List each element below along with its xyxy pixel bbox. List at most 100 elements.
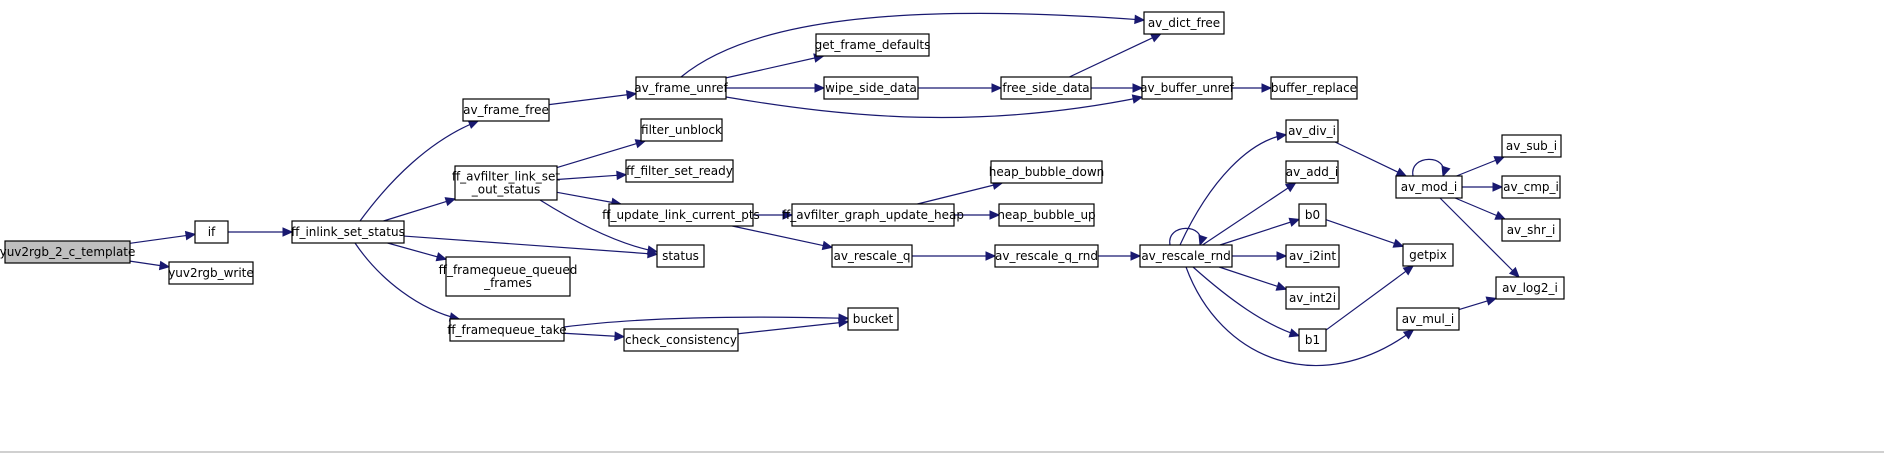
edge-av-rescale-rnd-to-av-i2int-arrowhead xyxy=(1276,251,1288,261)
node-av-rescale-rnd[interactable]: av_rescale_rnd xyxy=(1139,244,1233,268)
node-box[interactable] xyxy=(791,203,955,227)
edge-ff-update-link-current-pts-to-av-rescale-q-arrowhead xyxy=(821,240,834,251)
node-box[interactable] xyxy=(168,261,254,285)
node-box[interactable] xyxy=(1298,203,1327,227)
node-ff-framequeue-queued-frames[interactable]: ff_framequeue_queued_frames xyxy=(439,256,578,297)
node-box[interactable] xyxy=(1501,175,1561,199)
node-av-rescale-q[interactable]: av_rescale_q xyxy=(831,244,913,268)
node-av-i2int[interactable]: av_i2int xyxy=(1285,244,1340,268)
node-av-cmp-i[interactable]: av_cmp_i xyxy=(1501,175,1561,199)
node-av-add-i[interactable]: av_add_i xyxy=(1285,160,1339,184)
node-ff-avfilter-link-set-out-status[interactable]: ff_avfilter_link_set_out_status xyxy=(452,165,560,201)
node-box[interactable] xyxy=(1285,119,1339,143)
node-yuv2rgb-write[interactable]: yuv2rgb_write xyxy=(168,261,254,285)
node-box[interactable] xyxy=(462,98,550,122)
node-av-shr-i[interactable]: av_shr_i xyxy=(1501,218,1561,242)
node-buffer-replace[interactable]: buffer_replace xyxy=(1270,76,1358,100)
node-box[interactable] xyxy=(831,244,913,268)
edge-ff-avfilter-link-set-out-status-to-status xyxy=(539,199,658,253)
node-label: _out_status xyxy=(471,183,541,197)
node-box[interactable] xyxy=(847,307,899,331)
node-box[interactable] xyxy=(815,33,930,57)
node-box[interactable] xyxy=(1298,328,1327,352)
node-box[interactable] xyxy=(990,160,1103,184)
node-b0[interactable]: b0 xyxy=(1298,203,1327,227)
node-box[interactable] xyxy=(4,240,131,264)
edge-av-rescale-q-to-av-rescale-q-rnd-arrowhead xyxy=(985,251,997,261)
node-status[interactable]: status xyxy=(656,244,705,268)
node-label: ff_avfilter_graph_update_heap xyxy=(782,208,964,222)
edge-ff-inlink-set-status-to-ff-framequeue-queued-frames-arrowhead xyxy=(435,252,448,262)
edge-av-mod-i-to-av-shr-i-arrowhead xyxy=(1494,210,1507,220)
node-box[interactable] xyxy=(291,220,405,244)
node-box[interactable] xyxy=(1396,307,1460,331)
node-av-log2-i[interactable]: av_log2_i xyxy=(1495,276,1565,300)
node-box[interactable] xyxy=(1285,286,1340,310)
node-box[interactable] xyxy=(1141,76,1233,100)
node-label: check_consistency xyxy=(625,333,737,347)
node-box[interactable] xyxy=(1495,276,1565,300)
node-wipe-side-data[interactable]: wipe_side_data xyxy=(823,76,919,100)
node-free-side-data[interactable]: free_side_data xyxy=(1000,76,1092,100)
node-box[interactable] xyxy=(823,76,919,100)
node-box[interactable] xyxy=(1395,175,1463,199)
node-get-frame-defaults[interactable]: get_frame_defaults xyxy=(815,33,931,57)
node-ff-filter-set-ready[interactable]: ff_filter_set_ready xyxy=(625,159,734,183)
node-label: ff_filter_set_ready xyxy=(626,164,733,178)
node-box[interactable] xyxy=(1285,244,1340,268)
edge-av-rescale-rnd-to-av-int2i xyxy=(1218,266,1287,290)
node-box[interactable] xyxy=(625,159,734,183)
node-box[interactable] xyxy=(1402,243,1454,267)
node-check-consistency[interactable]: check_consistency xyxy=(623,328,739,352)
node-box[interactable] xyxy=(1000,76,1092,100)
edge-av-rescale-rnd-to-av-add-i-arrowhead xyxy=(1284,182,1297,193)
node-av-frame-unref[interactable]: av_frame_unref xyxy=(634,76,729,100)
node-av-div-i[interactable]: av_div_i xyxy=(1285,119,1339,143)
node-filter-unblock[interactable]: filter_unblock xyxy=(640,118,723,142)
edge-b0-to-getpix-arrowhead xyxy=(1392,238,1405,248)
edge-av-rescale-rnd-to-av-mul-i-arrowhead xyxy=(1402,329,1415,340)
node-box[interactable] xyxy=(1501,218,1561,242)
node-yuv2rgb-2-c-template[interactable]: yuv2rgb_2_c_template xyxy=(0,240,135,264)
node-ff-avfilter-graph-update-heap[interactable]: ff_avfilter_graph_update_heap xyxy=(782,203,964,227)
node-box[interactable] xyxy=(1285,160,1339,184)
edge-ff-framequeue-take-to-check-consistency xyxy=(563,332,625,338)
node-box[interactable] xyxy=(454,165,558,201)
node-ff-framequeue-take[interactable]: ff_framequeue_take xyxy=(447,318,567,342)
edge-ff-inlink-set-status-to-ff-framequeue-queued-frames xyxy=(387,242,447,260)
node-box[interactable] xyxy=(449,318,565,342)
node-av-rescale-q-rnd[interactable]: av_rescale_q_rnd xyxy=(994,244,1099,268)
node-av-int2i[interactable]: av_int2i xyxy=(1285,286,1340,310)
node-box[interactable] xyxy=(998,203,1095,227)
node-heap-bubble-up[interactable]: heap_bubble_up xyxy=(997,203,1096,227)
node-ff-update-link-current-pts[interactable]: ff_update_link_current_pts xyxy=(602,203,760,227)
node-box[interactable] xyxy=(656,244,705,268)
node-if[interactable]: if xyxy=(194,220,229,244)
node-av-sub-i[interactable]: av_sub_i xyxy=(1501,134,1562,158)
edge-ff-inlink-set-status-to-ff-avfilter-link-set-out-status-arrowhead xyxy=(444,197,457,207)
node-box[interactable] xyxy=(1270,76,1358,100)
node-av-mod-i[interactable]: av_mod_i xyxy=(1395,175,1463,199)
node-box[interactable] xyxy=(1501,134,1562,158)
node-box[interactable] xyxy=(1139,244,1233,268)
node-box[interactable] xyxy=(623,328,739,352)
node-box[interactable] xyxy=(635,76,727,100)
node-av-mul-i[interactable]: av_mul_i xyxy=(1396,307,1460,331)
node-box[interactable] xyxy=(1143,11,1225,35)
node-bucket[interactable]: bucket xyxy=(847,307,899,331)
node-ff-inlink-set-status[interactable]: ff_inlink_set_status xyxy=(291,220,405,244)
edge-ff-avfilter-link-set-out-status-to-ff-filter-set-ready-arrowhead xyxy=(616,170,628,181)
edge-yuv2rgb-2-c-template-to-if xyxy=(129,233,196,244)
node-b1[interactable]: b1 xyxy=(1298,328,1327,352)
node-box[interactable] xyxy=(994,244,1099,268)
node-box[interactable] xyxy=(608,203,754,227)
node-heap-bubble-down[interactable]: heap_bubble_down xyxy=(989,160,1105,184)
node-box[interactable] xyxy=(445,256,571,297)
node-getpix[interactable]: getpix xyxy=(1402,243,1454,267)
edge-av-rescale-rnd-to-b1-arrowhead xyxy=(1288,328,1301,338)
node-av-buffer-unref[interactable]: av_buffer_unref xyxy=(1140,76,1235,100)
node-av-frame-free[interactable]: av_frame_free xyxy=(462,98,550,122)
node-box[interactable] xyxy=(194,220,229,244)
node-av-dict-free[interactable]: av_dict_free xyxy=(1143,11,1225,35)
node-box[interactable] xyxy=(640,118,723,142)
